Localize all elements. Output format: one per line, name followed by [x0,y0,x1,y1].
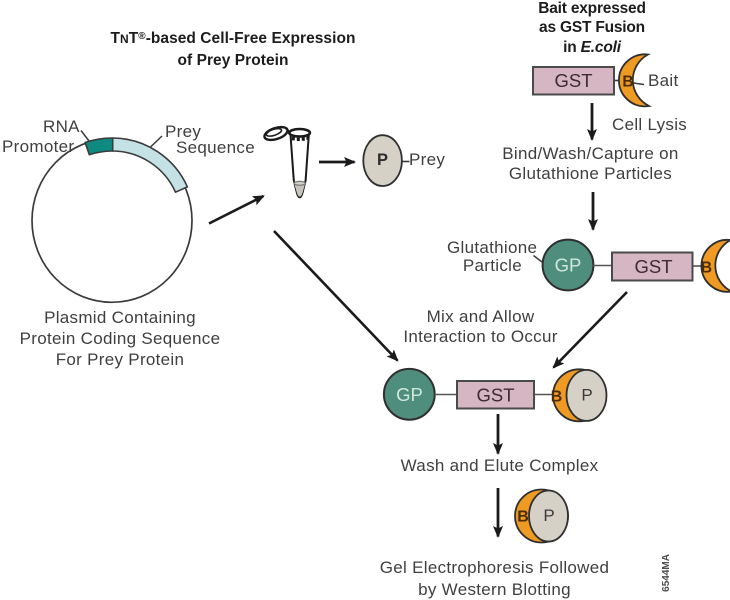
svg-text:B: B [551,389,563,406]
svg-text:GP: GP [396,384,423,405]
svg-text:GST: GST [634,256,672,277]
svg-text:B: B [622,74,633,91]
svg-text:P: P [377,151,388,169]
svg-text:P: P [581,386,592,405]
svg-text:GP: GP [555,255,582,276]
svg-text:P: P [543,506,554,525]
svg-text:B: B [517,509,529,526]
svg-text:GST: GST [476,385,514,406]
svg-text:GST: GST [554,70,592,91]
svg-text:B: B [701,260,712,277]
